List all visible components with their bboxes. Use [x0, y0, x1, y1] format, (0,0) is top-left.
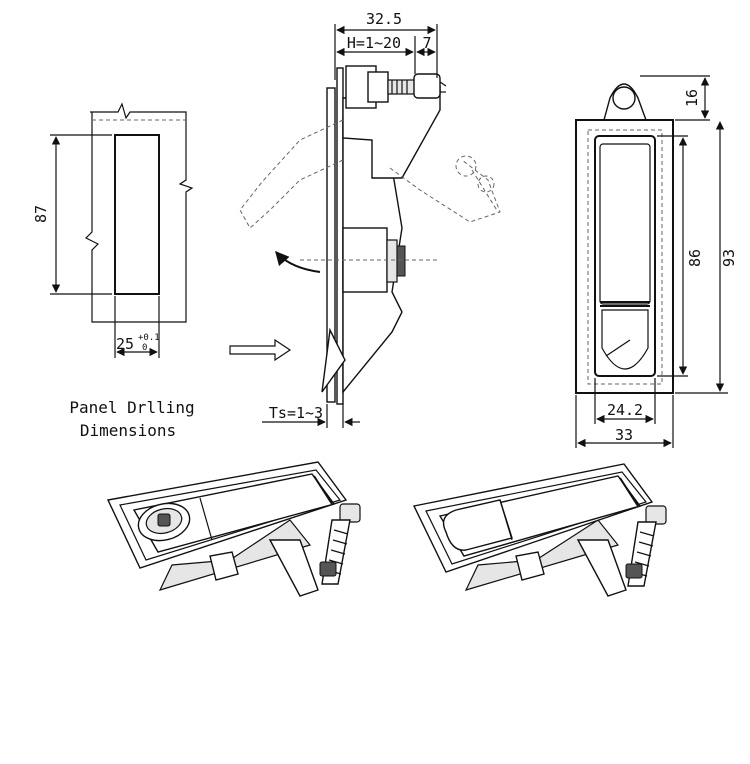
panel-drilling-view: 87 25 +0.1 0 Panel Drlling Dimensions — [32, 102, 195, 440]
ts-label: Ts=1~3 — [269, 404, 323, 422]
front-view: 16 86 93 24.2 33 — [575, 75, 738, 448]
total-width-label: 32.5 — [366, 10, 402, 28]
iso-bracket-2 — [576, 539, 627, 597]
inner-height-label: 86 — [686, 249, 704, 267]
side-section-view: 32.5 H=1~20 7 Ts=1~3 — [239, 10, 501, 428]
isometric-view-with-lock — [106, 461, 361, 597]
panel-plate — [326, 87, 336, 403]
handle — [594, 135, 656, 377]
caption-line-2: Dimensions — [80, 421, 176, 440]
direction-arrow — [229, 338, 292, 362]
housing-outline — [575, 119, 674, 394]
rotation-arrow — [275, 250, 321, 273]
drill-width-label: 25 — [116, 335, 134, 353]
open-hook-phantom — [389, 159, 501, 223]
caption-line-1: Panel Drlling — [69, 398, 194, 417]
outer-width-label: 33 — [615, 426, 633, 444]
tolerance-upper: +0.1 — [138, 333, 160, 343]
outer-height-label: 93 — [720, 249, 738, 267]
screw-head — [413, 73, 441, 99]
iso-bracket-1 — [268, 539, 319, 597]
panel-outline — [84, 102, 194, 323]
open-handle-phantom — [239, 119, 344, 229]
h-range-label: H=1~20 — [347, 34, 401, 52]
key-slot-icon — [157, 513, 171, 527]
handle-grip — [601, 309, 649, 370]
isometric-view-plain — [412, 463, 667, 597]
nut — [386, 239, 398, 283]
tolerance-lower: 0 — [142, 343, 147, 353]
offset-label: 7 — [422, 34, 431, 52]
inner-width-label: 24.2 — [607, 401, 643, 419]
top-lug-label: 16 — [683, 89, 701, 107]
drill-height-label: 87 — [32, 205, 50, 223]
slot-cutout — [114, 134, 160, 295]
